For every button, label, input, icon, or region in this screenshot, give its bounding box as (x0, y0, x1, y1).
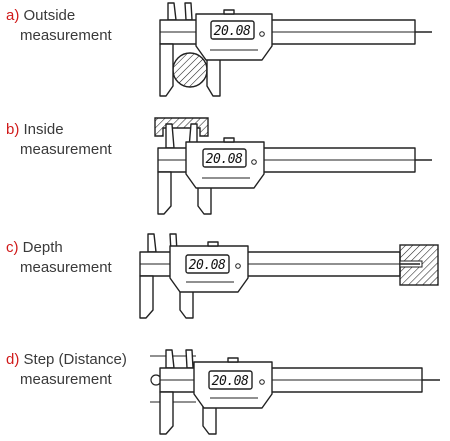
lcd-reading: 20.08 (189, 258, 226, 273)
caliper-depth: 20.08 (139, 233, 439, 319)
lock-screw (223, 137, 235, 143)
upper-jaw-fixed (167, 2, 177, 21)
button-icon (259, 31, 265, 37)
bore-workpiece (154, 117, 209, 137)
round-workpiece (172, 52, 208, 88)
lower-jaw-fixed (159, 43, 174, 97)
label-outside-measurement: a) Outside measurement (6, 6, 112, 46)
label-line1: Inside (23, 121, 64, 138)
lower-jaw-fixed (159, 391, 174, 435)
caliper-inside: 20.08 (154, 117, 432, 215)
label-key: c) (6, 239, 19, 256)
label-line1: Depth (22, 239, 63, 256)
lock-screw (223, 9, 235, 15)
upper-jaw-fixed (165, 123, 175, 149)
lcd-display (202, 148, 247, 168)
lcd-display (185, 254, 230, 274)
lcd-reading: 20.08 (214, 24, 251, 39)
label-inside-measurement: b) Inside measurement (6, 120, 112, 160)
label-step-measurement: d) Step (Distance) measurement (6, 350, 127, 390)
lower-jaw-fixed (157, 171, 172, 215)
caliper-outside: 20.08 (159, 2, 432, 97)
lcd-reading: 20.08 (206, 152, 243, 167)
lock-screw (207, 241, 219, 247)
button-icon (251, 159, 257, 165)
lcd-reading: 20.08 (212, 374, 249, 389)
label-key: a) (6, 7, 20, 24)
lcd-display (210, 20, 255, 40)
caliper-step: 20.08 (150, 349, 440, 435)
upper-jaw-slider (185, 349, 194, 369)
label-line2: measurement (20, 259, 112, 276)
button-icon (259, 379, 265, 385)
label-line1: Outside (23, 7, 76, 24)
upper-jaw-fixed (147, 233, 157, 253)
lock-screw (227, 357, 239, 363)
label-line1: Step (Distance) (23, 351, 127, 368)
lower-jaw-fixed (139, 275, 154, 319)
label-depth-measurement: c) Depth measurement (6, 238, 112, 278)
label-line2: measurement (20, 371, 112, 388)
upper-jaw-fixed (165, 349, 175, 369)
label-key: b) (6, 121, 20, 138)
button-icon (235, 263, 241, 269)
upper-jaw-slider (184, 2, 193, 21)
label-line2: measurement (20, 141, 112, 158)
label-line2: measurement (20, 27, 112, 44)
label-key: d) (6, 351, 20, 368)
lcd-display (208, 370, 253, 390)
